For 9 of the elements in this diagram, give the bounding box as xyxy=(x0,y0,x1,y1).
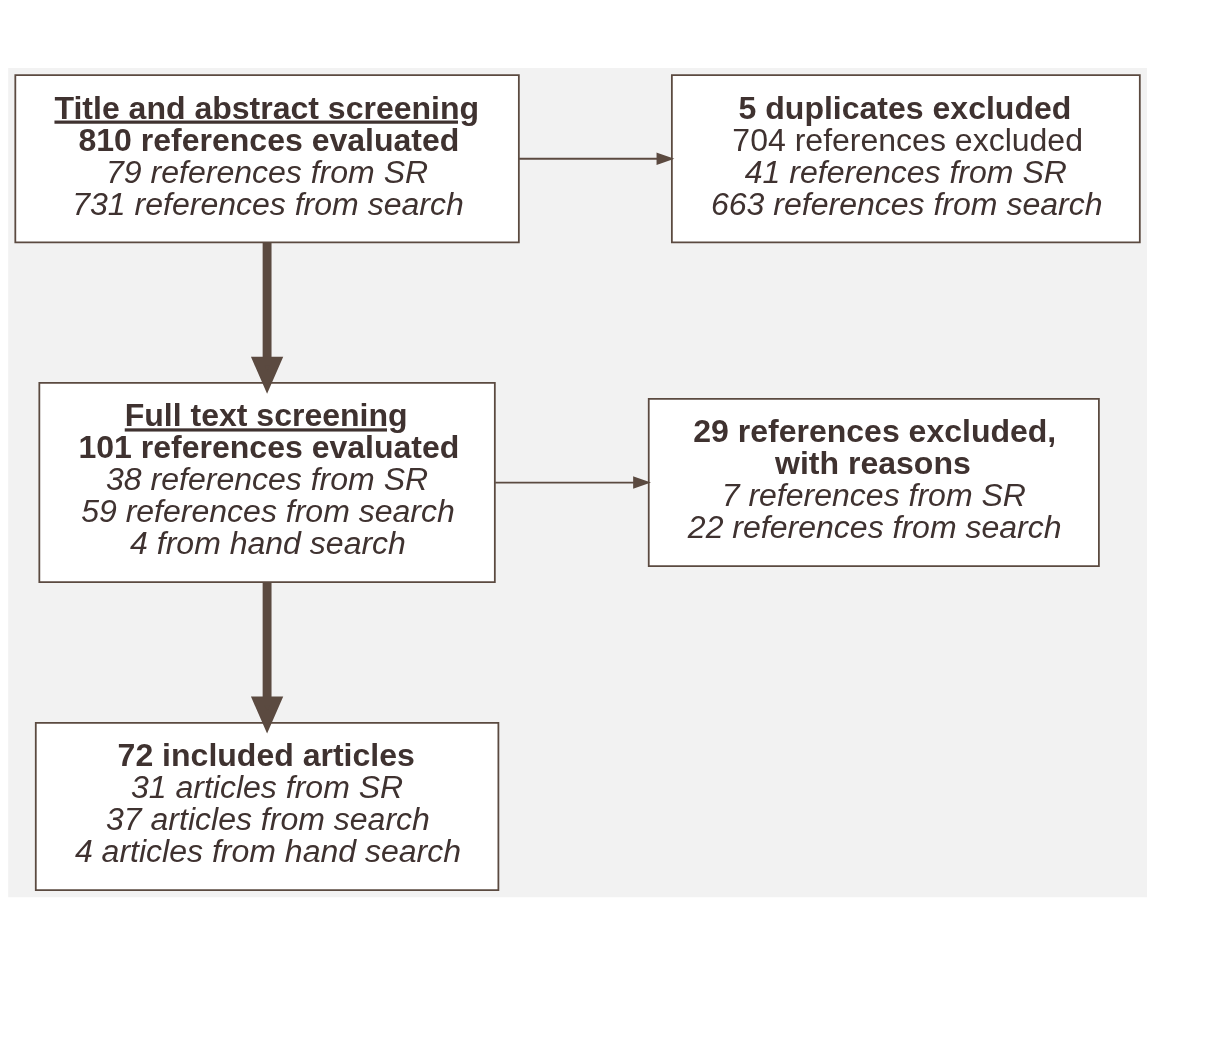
node-box: Title and abstract screening 810 references evaluated 79 references from SR 731 references from search xyxy=(14,73,520,243)
node-box: 5 duplicates excluded 704 references excluded 41 references from SR 663 references from search xyxy=(671,73,1141,243)
node-box: 72 included articles 31 articles from SR 37 articles from search 4 articles from hand search xyxy=(34,721,500,891)
arrow xyxy=(250,582,284,733)
node-box: Full text screening 101 references evaluated 38 references from SR 59 references from search 4 from hand search xyxy=(38,381,496,583)
arrow xyxy=(494,475,651,489)
arrow xyxy=(250,242,284,394)
arrow xyxy=(518,152,675,165)
node-box: 29 references excluded, with reasons 7 references from SR 22 references from search xyxy=(647,397,1100,567)
